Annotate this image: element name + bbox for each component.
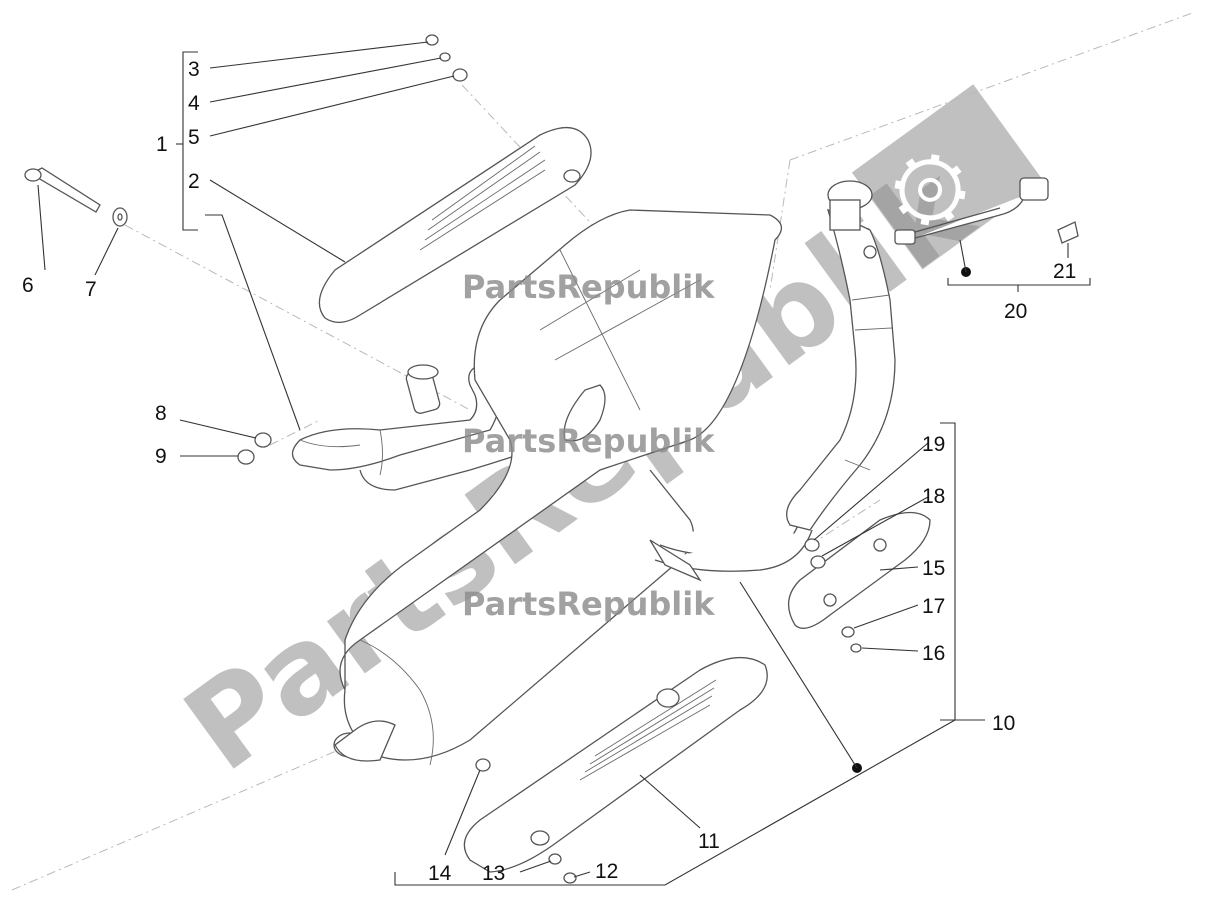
- muffler: [333, 209, 782, 766]
- label-19: 19: [922, 433, 945, 456]
- small-heat-guard: [788, 511, 931, 629]
- hardware: [24, 34, 862, 884]
- washer-13: [548, 853, 562, 865]
- label-6: 6: [22, 274, 34, 297]
- watermark-strips: PartsRepublik PartsRepublik PartsRepubli…: [462, 268, 715, 623]
- label-11: 11: [698, 830, 720, 853]
- washer-18: [810, 555, 826, 569]
- screw-16: [850, 643, 862, 653]
- label-14: 14: [428, 862, 452, 885]
- label-15: 15: [922, 557, 945, 580]
- watermark-gear-badge: [851, 84, 1044, 270]
- washer-icon: [112, 207, 128, 227]
- gear-icon: [894, 154, 966, 226]
- label-16: 16: [922, 642, 945, 665]
- label-8: 8: [155, 402, 167, 425]
- label-13: 13: [482, 862, 505, 885]
- label-18: 18: [922, 485, 945, 508]
- lambda-sensor-icon: [894, 177, 1049, 245]
- washer-19: [804, 538, 820, 552]
- nut-icon: [237, 432, 272, 465]
- washer-17: [841, 626, 855, 638]
- watermark-small-1: PartsRepublik: [462, 268, 715, 306]
- label-20: 20: [1004, 300, 1027, 323]
- label-2: 2: [188, 170, 200, 193]
- front-downpipe: [786, 180, 896, 531]
- grommet-14: [475, 758, 491, 772]
- label-17: 17: [922, 595, 945, 618]
- watermark-small-3: PartsRepublik: [462, 585, 715, 623]
- label-7: 7: [85, 278, 97, 301]
- clip-icon: [1057, 221, 1079, 244]
- label-10: 10: [992, 712, 1015, 735]
- bolt-icon: [24, 167, 101, 213]
- part-number-labels: 3 4 5 1 2 6 7 8 9 21 20 19 18 15 17 16 1…: [22, 58, 1076, 885]
- label-3: 3: [188, 58, 200, 81]
- label-12: 12: [595, 860, 618, 883]
- grommet-top: [452, 68, 468, 82]
- label-9: 9: [155, 445, 167, 468]
- label-5: 5: [188, 126, 200, 149]
- lower-heat-shield: [463, 656, 768, 873]
- label-1: 1: [156, 133, 168, 156]
- leader-lines: [37, 41, 1091, 886]
- screw-12: [563, 872, 577, 884]
- upper-heat-shield: [318, 127, 592, 323]
- label-21: 21: [1053, 260, 1076, 283]
- screw-top: [425, 34, 439, 46]
- label-4: 4: [188, 92, 200, 115]
- washer-top: [439, 52, 451, 62]
- watermark-small-2: PartsRepublik: [462, 422, 715, 460]
